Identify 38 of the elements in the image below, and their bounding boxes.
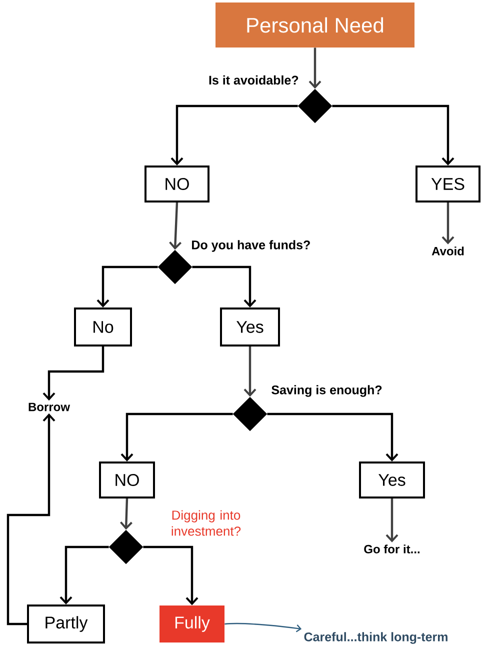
process-box: Yes	[359, 462, 425, 498]
decision-diamond	[298, 88, 332, 124]
outcome-text: Go for it...	[364, 544, 420, 554]
arrow	[120, 498, 132, 530]
arrow	[60, 546, 109, 604]
process-box: Fully	[160, 606, 224, 642]
decision-diamond	[108, 530, 144, 564]
arrow	[308, 48, 322, 89]
arrow	[96, 266, 158, 308]
question-text: Do you have funds?	[192, 240, 310, 252]
process-box: Yes	[220, 308, 280, 346]
arrow	[143, 546, 198, 606]
process-box: NO	[144, 166, 210, 202]
arrow	[224, 622, 302, 632]
start-box: Personal Need	[216, 2, 414, 48]
question-text: Digging into investment?	[172, 510, 241, 536]
question-text: Saving is enough?	[272, 385, 382, 397]
decision-diamond	[158, 250, 192, 284]
outcome-text: Borrow	[28, 402, 70, 412]
process-box: Partly	[27, 604, 105, 644]
process-box: No	[74, 308, 132, 346]
arrow	[6, 413, 56, 626]
arrow	[42, 346, 104, 401]
arrow	[386, 498, 398, 542]
arrow	[192, 266, 256, 308]
decision-diamond	[232, 396, 268, 432]
arrow	[120, 412, 233, 462]
arrow	[332, 104, 454, 166]
question-text: Is it avoidable?	[209, 75, 298, 85]
process-box: YES	[416, 166, 480, 202]
arrow	[267, 412, 398, 462]
arrow	[170, 104, 298, 166]
outcome-text: Avoid	[432, 246, 464, 256]
note-text: Careful...think long-term	[304, 632, 448, 644]
arrow	[244, 346, 256, 397]
arrow	[442, 202, 454, 244]
process-box: NO	[99, 462, 155, 498]
arrow	[169, 202, 182, 250]
